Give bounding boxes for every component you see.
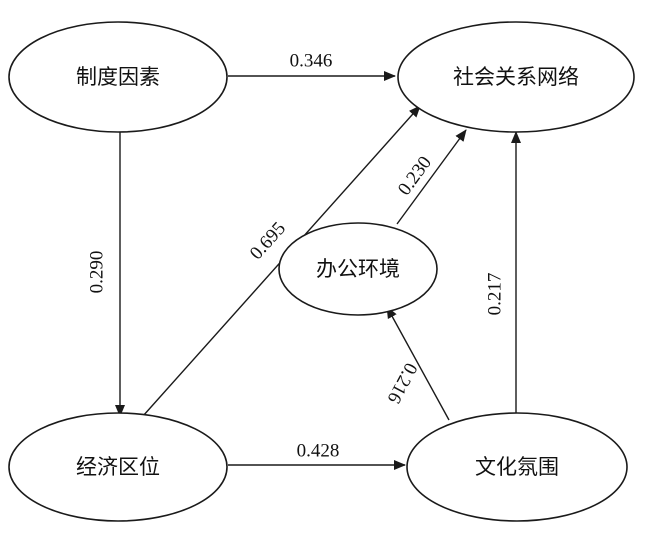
node-zhidu: 制度因素 (8, 21, 228, 133)
node-bangong-label: 办公环境 (316, 257, 400, 281)
node-wenhua-ellipse (406, 412, 628, 522)
node-jingji-label: 经济区位 (76, 455, 160, 479)
node-shehui-ellipse (397, 21, 635, 133)
edge-label-zhidu-shehui: 0.346 (290, 51, 333, 72)
arrow-line (386, 306, 450, 421)
edge-zhidu-to-shehui: 0.346 (228, 51, 396, 81)
edge-jingji-to-wenhua: 0.428 (228, 441, 406, 470)
node-zhidu-ellipse (8, 21, 228, 133)
edge-wenhua-to-bangong: 0.216 (383, 306, 450, 421)
edge-bangong-to-shehui: 0.230 (394, 129, 467, 225)
node-zhidu-label: 制度因素 (76, 65, 160, 89)
edge-zhidu-to-jingji: 0.290 (87, 132, 125, 417)
edge-wenhua-to-shehui: 0.217 (485, 131, 521, 418)
edge-label-wenhua-bangong: 0.216 (383, 359, 422, 407)
edge-label-wenhua-shehui: 0.217 (485, 273, 506, 316)
node-wenhua-label: 文化氛围 (475, 455, 559, 479)
node-jingji-ellipse (8, 412, 228, 522)
edge-label-bangong-shehui: 0.230 (394, 153, 436, 200)
arrow-line (396, 129, 467, 225)
edge-label-jingji-wenhua: 0.428 (297, 441, 340, 462)
node-bangong: 办公环境 (278, 222, 438, 316)
node-shehui: 社会关系网络 (397, 21, 635, 133)
edge-label-zhidu-jingji: 0.290 (87, 251, 108, 294)
node-wenhua: 文化氛围 (406, 412, 628, 522)
node-jingji: 经济区位 (8, 412, 228, 522)
node-shehui-label: 社会关系网络 (453, 65, 579, 89)
node-bangong-ellipse (278, 222, 438, 316)
